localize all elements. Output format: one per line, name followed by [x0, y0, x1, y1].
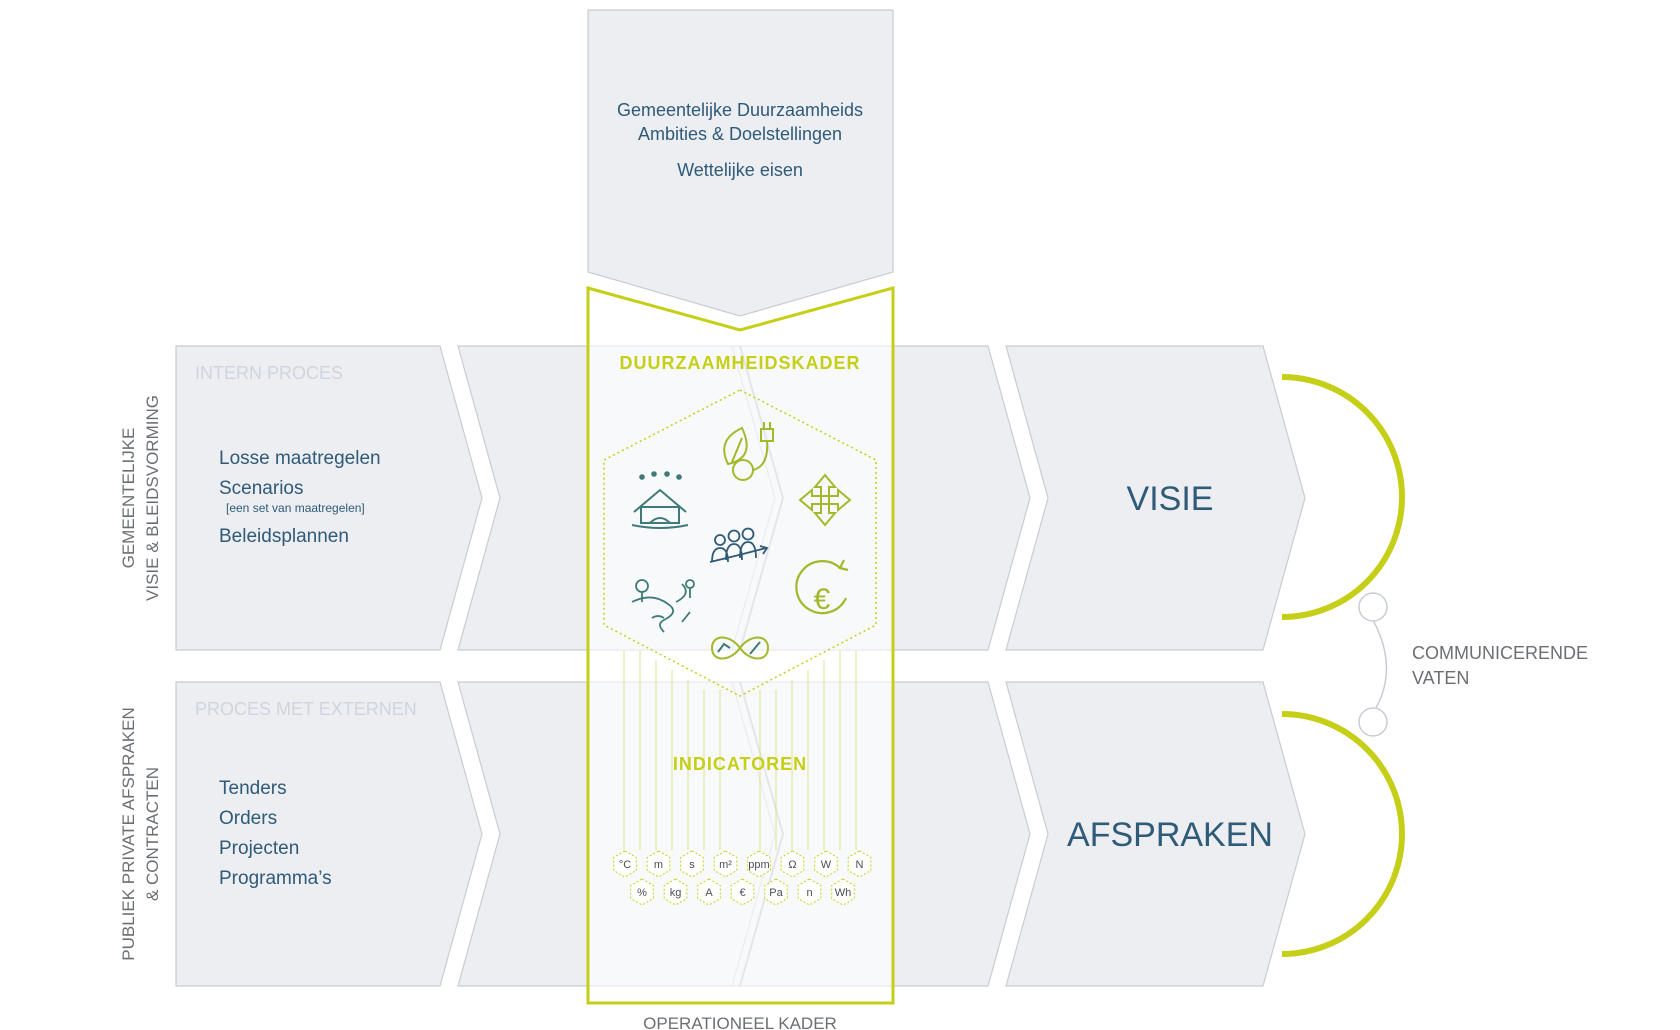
connector-label-line1: COMMUNICERENDE [1412, 643, 1588, 663]
unit-hexagon: Ω [780, 850, 805, 878]
unit-hexagon: kg [663, 878, 688, 906]
unit-label: % [637, 887, 647, 899]
landscape-icon [631, 579, 695, 633]
unit-label: Pa [769, 887, 783, 899]
unit-hexagon: ppm [747, 850, 771, 878]
row1-item-note: [een set van maatregelen] [226, 501, 365, 515]
top-box-line3: Wettelijke eisen [677, 160, 803, 180]
unit-hexagon: m² [713, 850, 738, 878]
unit-label: N [856, 859, 864, 871]
row2-side-label-line1: PUBLIEK PRIVATE AFSPRAKEN [119, 707, 138, 961]
unit-label: °C [619, 859, 631, 871]
framework-bottom-label: OPERATIONEEL KADER [643, 1014, 837, 1030]
unit-label: m [654, 859, 663, 871]
unit-label: Wh [835, 887, 852, 899]
unit-label: € [739, 887, 745, 899]
unit-hexagon-shape [747, 850, 771, 878]
indicators-title: INDICATOREN [673, 754, 807, 774]
unit-label: m² [719, 859, 732, 871]
unit-hexagon: Pa [764, 878, 788, 906]
people-growth-icon [709, 527, 769, 563]
unit-hexagon-shape [814, 850, 838, 878]
unit-hexagon-shape [730, 878, 755, 906]
unit-hexagon-shape [847, 850, 872, 878]
unit-hexagon: % [630, 878, 654, 906]
unit-label: kg [670, 887, 682, 899]
leaf-plug-icon [723, 422, 774, 481]
unit-hexagons: °C m s m² ppm Ω W N% kg A € Pa n Wh [613, 850, 872, 906]
unit-label: A [705, 887, 713, 899]
unit-hexagon-shape [831, 878, 855, 906]
unit-hexagon-shape [713, 850, 738, 878]
row2-result: AFSPRAKEN [1067, 816, 1273, 854]
top-box-line1: Gemeentelijke Duurzaamheids [617, 100, 863, 120]
connector-label-line2: VATEN [1412, 668, 1469, 688]
row1-item-3: Beleidsplannen [219, 526, 349, 547]
unit-hexagon: N [847, 850, 872, 878]
unit-label: Ω [788, 859, 796, 871]
infinity-icon [710, 636, 770, 660]
unit-hexagon: m [646, 850, 671, 878]
sustainability-framework: DUURZAAMHEIDSKADER [586, 286, 895, 1030]
unit-hexagon-shape [797, 878, 822, 906]
unit-hexagon: W [814, 850, 838, 878]
unit-hexagon-shape [680, 850, 704, 878]
arrows-expand-icon [798, 473, 852, 527]
framework-title: DUURZAAMHEIDSKADER [620, 353, 861, 373]
row2-side-label-line2: & CONTRACTEN [143, 767, 162, 901]
unit-hexagon: n [797, 878, 822, 906]
unit-hexagon-shape [697, 878, 721, 906]
euro-cycle-icon: € [795, 559, 849, 616]
unit-label: ppm [748, 859, 769, 871]
unit-hexagon-shape [780, 850, 805, 878]
unit-label: n [806, 887, 812, 899]
row2-item-4: Programma’s [219, 868, 332, 889]
unit-label: s [689, 859, 695, 871]
unit-hexagon: Wh [831, 878, 855, 906]
house-rain-icon [631, 471, 689, 529]
row2-process-label: PROCES MET EXTERNEN [195, 699, 417, 719]
row1-item-2: Scenarios [219, 478, 304, 499]
row1-result: VISIE [1127, 480, 1214, 518]
unit-hexagon: °C [613, 850, 637, 878]
framework-hexagon [603, 389, 877, 697]
unit-hexagon-shape [646, 850, 671, 878]
row1-side-label-line2: VISIE & BLEIDSVORMING [143, 395, 162, 601]
top-box-line2: Ambities & Doelstellingen [638, 124, 842, 144]
row1-item-1: Losse maatregelen [219, 448, 381, 469]
unit-hexagon: € [730, 878, 755, 906]
row2-item-3: Projecten [219, 838, 299, 859]
communicating-vessels-connector: COMMUNICERENDE VATEN [1281, 374, 1588, 957]
svg-text:€: € [814, 583, 831, 616]
unit-hexagon-shape [630, 878, 654, 906]
row1-side-label-line1: GEMEENTELIJKE [119, 428, 138, 569]
row2-item-2: Orders [219, 808, 277, 829]
row2-item-1: Tenders [219, 778, 287, 799]
unit-hexagon: s [680, 850, 704, 878]
unit-label: W [821, 859, 832, 871]
indicator-lines [623, 650, 857, 850]
unit-hexagon: A [697, 878, 721, 906]
unit-hexagon-shape [613, 850, 637, 878]
top-input-box: Gemeentelijke Duurzaamheids Ambities & D… [587, 9, 894, 317]
unit-hexagon-shape [663, 878, 688, 906]
row1-process-label: INTERN PROCES [195, 363, 343, 383]
unit-hexagon-shape [764, 878, 788, 906]
